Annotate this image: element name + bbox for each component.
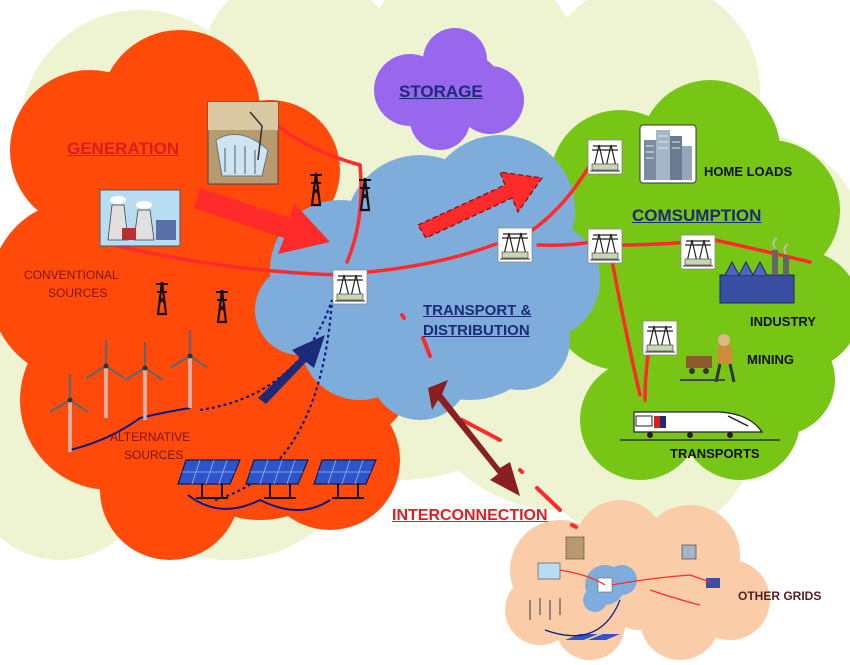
generation-heading: GENERATION	[67, 139, 180, 158]
alternative-sources-label-line1: ALTERNATIVE	[110, 430, 191, 444]
substation-icon	[497, 227, 533, 263]
city-buildings-icon	[639, 124, 697, 184]
transport-distribution-cloud	[255, 135, 600, 420]
hydro-dam-icon	[207, 101, 279, 185]
arrow-icon	[428, 380, 520, 496]
other-grids-mini-network	[529, 536, 720, 640]
storage-cloud	[374, 28, 524, 150]
red-dashed-links	[400, 313, 578, 529]
arrow-icon	[417, 171, 544, 239]
substation-icon	[332, 269, 368, 305]
power-lines	[116, 116, 812, 402]
interconnection-heading: INTERCONNECTION	[392, 507, 548, 524]
conventional-sources-label-line2: SOURCES	[48, 286, 108, 300]
substation-icon	[642, 320, 678, 356]
wind-cables	[69, 407, 331, 511]
miner-icon	[680, 334, 736, 383]
transports-label: TRANSPORTS	[670, 446, 760, 461]
arrow-icon	[258, 335, 325, 404]
consumption-heading: COMSUMPTION	[632, 206, 762, 225]
other-grids-label: OTHER GRIDS	[738, 589, 822, 603]
substation-icon	[680, 234, 716, 270]
transport-distribution-label-line2: DISTRIBUTION	[423, 322, 530, 339]
storage-heading: STORAGE	[399, 82, 483, 101]
arrow-icon	[194, 188, 330, 254]
transport-distribution-label-line1: TRANSPORT &	[423, 302, 532, 319]
factory-icon	[719, 237, 795, 304]
industry-label: INDUSTRY	[750, 314, 816, 329]
alternative-sources-label-line2: SOURCES	[124, 448, 184, 462]
home-loads-label: HOME LOADS	[704, 164, 793, 179]
mining-label: MINING	[747, 352, 794, 367]
train-icon	[620, 411, 780, 441]
power-plant-icon	[99, 189, 181, 247]
substation-icon	[587, 228, 623, 264]
substation-icon	[587, 139, 623, 175]
conventional-sources-label-line1: CONVENTIONAL	[24, 268, 119, 282]
